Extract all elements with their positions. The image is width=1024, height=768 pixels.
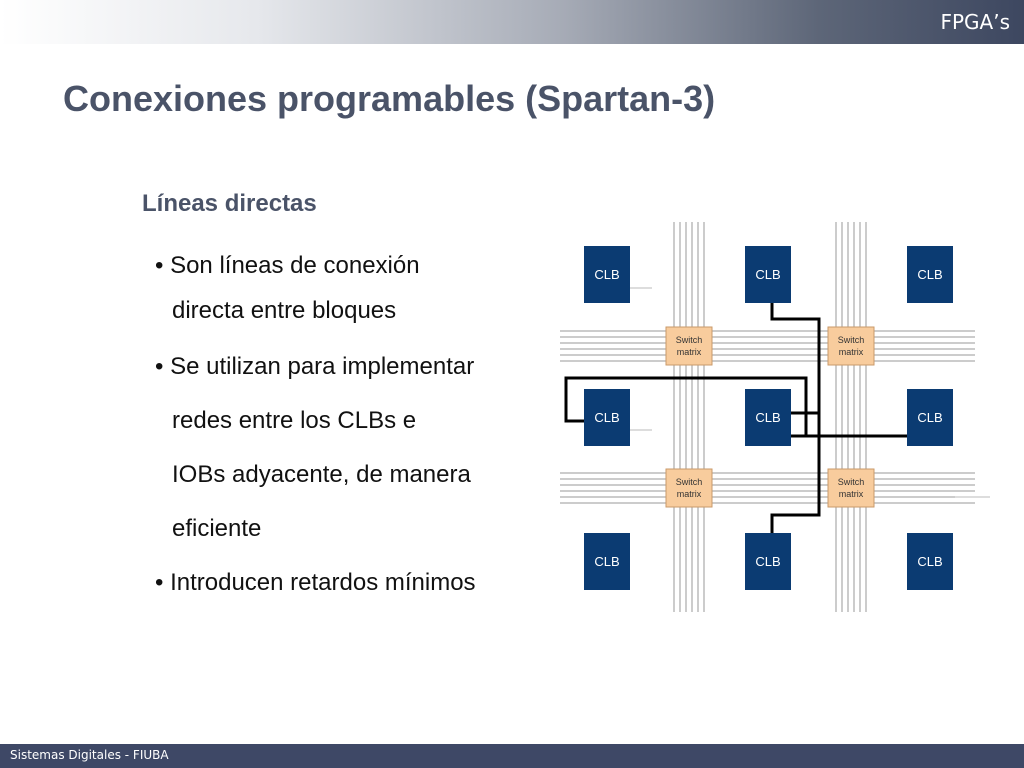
short-tracks: [630, 287, 990, 498]
header-bar: FPGA’s: [0, 0, 1024, 44]
bullet-line: • Introducen retardos mínimos: [155, 569, 476, 596]
switch-matrices: SwitchmatrixSwitchmatrixSwitchmatrixSwit…: [665, 326, 875, 508]
clb-block: [584, 246, 630, 303]
switch-label: matrix: [677, 347, 702, 357]
switch-label: matrix: [677, 489, 702, 499]
clb-block: [745, 533, 791, 590]
switch-matrix: [827, 468, 875, 508]
section-title: FPGA’s: [940, 10, 1010, 34]
bullet-line: IOBs adyacente, de manera: [172, 461, 471, 488]
clb-block: [907, 389, 953, 446]
switch-label: matrix: [839, 347, 864, 357]
clb-label: CLB: [755, 554, 780, 569]
bullet-line: • Se utilizan para implementar: [155, 353, 475, 380]
bullet-line: • Son líneas de conexión: [155, 252, 420, 279]
clb-blocks: CLB CLB CLB CLB CLB CLB CLB CLB CLB: [584, 246, 953, 590]
clb-label: CLB: [755, 410, 780, 425]
switch-label: Switch: [838, 335, 865, 345]
clb-block: [907, 246, 953, 303]
switch-matrix: [827, 326, 875, 366]
switch-label: matrix: [839, 489, 864, 499]
bullet-line: redes entre los CLBs e: [172, 407, 417, 434]
clb-label: CLB: [755, 267, 780, 282]
switch-label: Switch: [676, 477, 703, 487]
clb-block: [745, 246, 791, 303]
clb-label: CLB: [917, 267, 942, 282]
clb-block: [584, 389, 630, 446]
clb-block: [584, 533, 630, 590]
bullet-line: eficiente: [172, 515, 262, 542]
routing-diagram: SwitchmatrixSwitchmatrixSwitchmatrixSwit…: [560, 222, 990, 612]
clb-block: [907, 533, 953, 590]
switch-label: Switch: [838, 477, 865, 487]
bullet-line: directa entre bloques: [172, 297, 397, 324]
clb-label: CLB: [917, 554, 942, 569]
clb-label: CLB: [594, 410, 619, 425]
direct-wire: [770, 303, 821, 533]
clb-label: CLB: [594, 267, 619, 282]
clb-label: CLB: [594, 554, 619, 569]
switch-label: Switch: [676, 335, 703, 345]
clb-label: CLB: [917, 410, 942, 425]
slide-subtitle: Líneas directas: [142, 190, 317, 217]
routing-tracks: [560, 222, 975, 612]
direct-wires: [564, 303, 907, 533]
slide-title: Conexiones programables (Spartan-3): [63, 78, 716, 119]
switch-matrix: [665, 468, 713, 508]
clb-block: [745, 389, 791, 446]
switch-matrix: [665, 326, 713, 366]
footer-text: Sistemas Digitales - FIUBA: [10, 748, 169, 762]
footer-bar: Sistemas Digitales - FIUBA: [0, 744, 1024, 768]
